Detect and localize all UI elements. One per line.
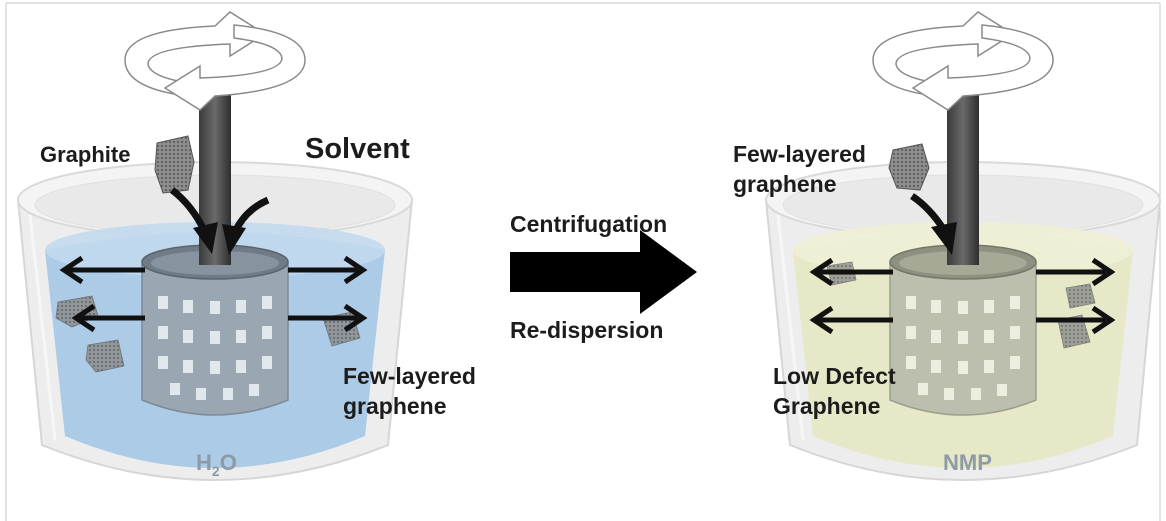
- graphene-flakes-right: [826, 261, 1096, 349]
- left-rotation-arrow-icon: [124, 11, 306, 111]
- right-inflow-arrow: [910, 193, 957, 255]
- left-product-label-line1: Few-layered: [343, 363, 476, 389]
- right-input-label-line1: Few-layered: [733, 141, 866, 167]
- left-solvent-name: H2O: [196, 450, 237, 479]
- re-dispersion-label: Re-dispersion: [510, 317, 663, 343]
- left-inflow-arrows: [169, 187, 270, 255]
- left-product-label-line2: graphene: [343, 393, 447, 419]
- left-glass-highlight: [28, 214, 57, 441]
- right-rotation-arrow-icon: [872, 11, 1054, 111]
- right-solvent-name: NMP: [943, 450, 992, 475]
- right-product-label-line1: Low Defect: [773, 363, 896, 389]
- input-graphene-flake: [888, 143, 930, 191]
- right-input-label-line2: graphene: [733, 171, 837, 197]
- solvent-label: Solvent: [305, 133, 410, 165]
- graphite-label: Graphite: [40, 142, 130, 167]
- right-rotor-basket: [889, 244, 1037, 416]
- right-product-label-line2: Graphene: [773, 393, 880, 419]
- right-glass-highlight: [776, 214, 805, 441]
- left-outflow-arrows: [59, 255, 368, 333]
- right-outflow-arrows: [809, 257, 1116, 335]
- graphite-flake: [154, 135, 195, 194]
- left-rotor-basket: [141, 244, 289, 416]
- process-arrow-icon: [510, 230, 697, 314]
